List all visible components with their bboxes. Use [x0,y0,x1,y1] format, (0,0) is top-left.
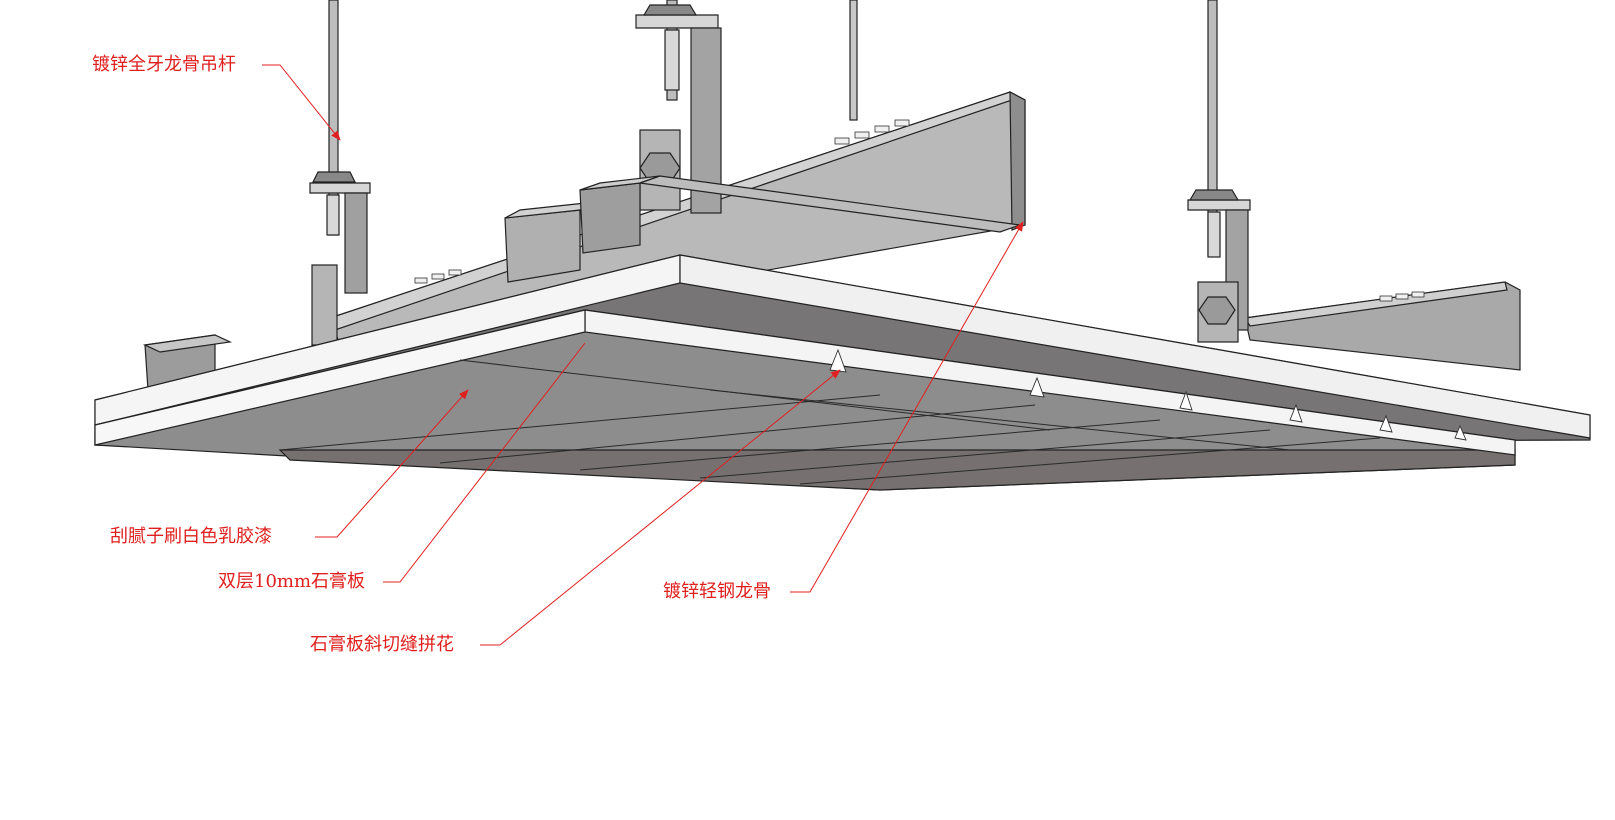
leader-keel [790,221,1024,593]
leader-rod [262,64,341,141]
label-gypsum-board: 双层10mm石膏板 [218,571,366,592]
gypsum-board-bottom [94,309,1516,491]
hanger-rod-center [849,0,858,121]
leader-lines [262,64,1024,646]
label-hanger-rod: 镀锌全牙龙骨吊杆 [92,54,236,75]
leader-putty [315,389,469,538]
leader-gypsum [383,342,586,583]
right-keel [1244,281,1521,371]
label-bevel-joint: 石膏板斜切缝拼花 [310,634,454,655]
main-keel [329,90,1026,346]
label-putty-paint: 刮腻子刷白色乳胶漆 [110,526,272,547]
leader-bevel [480,369,841,646]
label-light-steel-keel: 镀锌轻钢龙骨 [663,581,771,602]
